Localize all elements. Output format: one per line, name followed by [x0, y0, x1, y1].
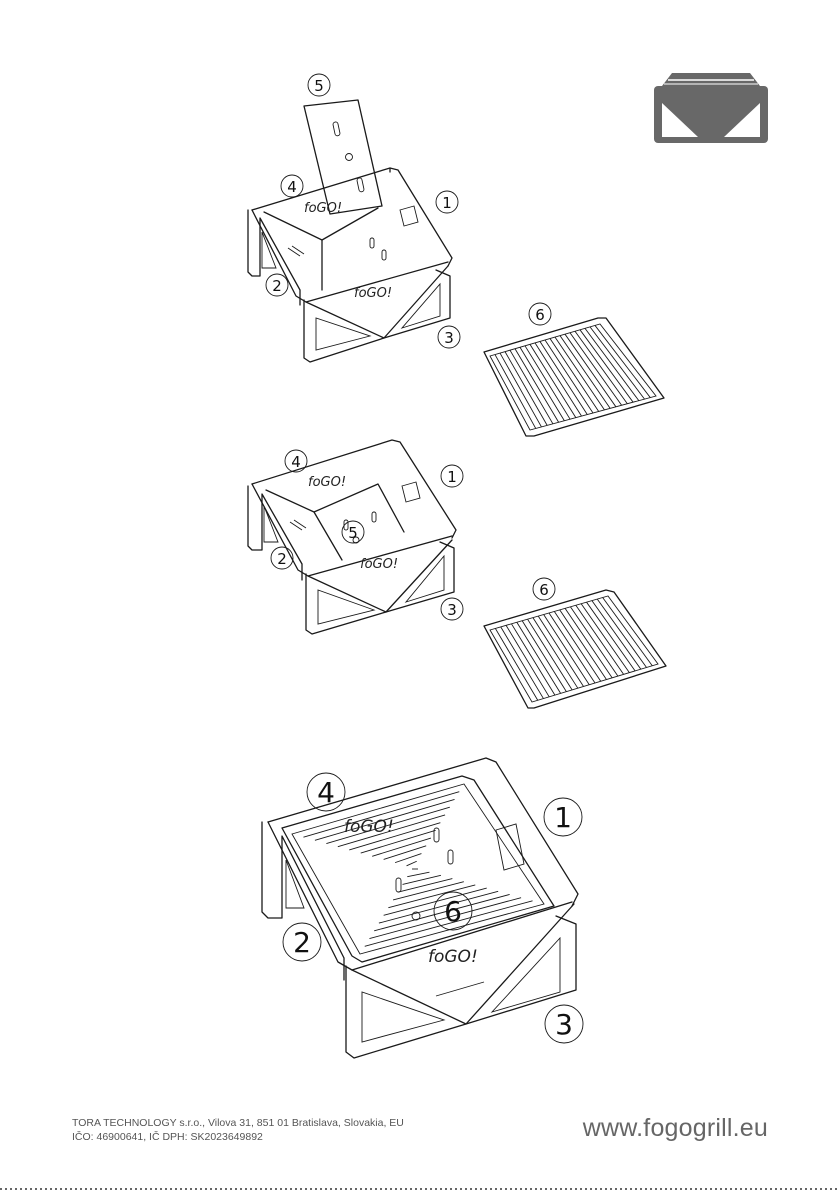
panel-1: [252, 168, 452, 266]
label-5: 5: [308, 74, 330, 96]
grate-bar: [522, 621, 566, 692]
logo-foGO: foGO!: [304, 201, 342, 216]
logo-foGO: foGO!: [360, 557, 398, 572]
svg-text:1: 1: [554, 801, 572, 834]
grate-6: [484, 318, 664, 436]
footer-company-info: TORA TECHNOLOGY s.r.o., Vilova 31, 851 0…: [72, 1116, 404, 1144]
grate-bar: [407, 861, 417, 866]
logo-foGO: foGO!: [428, 947, 478, 967]
svg-text:4: 4: [291, 453, 301, 471]
logo-foGO: foGO!: [344, 817, 394, 837]
grate-bar: [398, 879, 453, 893]
label-1: 1: [441, 465, 463, 487]
plate-5: [304, 100, 382, 214]
label-2: 2: [266, 274, 288, 296]
logo-foGO: foGO!: [354, 286, 392, 301]
svg-text:2: 2: [293, 926, 311, 959]
svg-text:5: 5: [314, 77, 324, 95]
svg-text:2: 2: [277, 550, 287, 568]
grate-bar: [528, 619, 573, 690]
svg-text:3: 3: [444, 329, 454, 347]
label-6: 6: [529, 303, 551, 325]
grate-bar: [525, 346, 570, 419]
diagram-step-3: foGO! foGO! 4 1 6 2 3: [262, 758, 583, 1058]
label-5: 5: [342, 521, 364, 543]
svg-text:6: 6: [539, 581, 549, 599]
grate-bar: [545, 340, 593, 413]
label-2: 2: [271, 547, 293, 569]
label-6: 6: [434, 892, 472, 930]
grate-bar: [560, 336, 610, 409]
website-link[interactable]: www.fogogrill.eu: [583, 1114, 768, 1143]
grate-bar: [517, 622, 561, 693]
grate-bar: [533, 618, 578, 689]
svg-text:2: 2: [272, 277, 282, 295]
svg-text:1: 1: [442, 194, 452, 212]
label-4: 4: [281, 175, 303, 197]
label-3: 3: [438, 326, 460, 348]
label-4: 4: [285, 450, 307, 472]
grate-bar: [407, 872, 429, 877]
grate-bar: [500, 353, 541, 427]
svg-text:4: 4: [287, 178, 297, 196]
grate-bar: [495, 355, 536, 429]
label-3: 3: [545, 1005, 583, 1043]
label-1: 1: [436, 191, 458, 213]
label-4: 4: [307, 773, 345, 811]
logo-foGO: foGO!: [308, 475, 346, 490]
grate-bar: [511, 624, 554, 695]
ids-line: IČO: 46900641, IČ DPH: SK2023649892: [72, 1130, 404, 1144]
grate-bar: [501, 627, 544, 699]
grate-bar: [565, 334, 616, 407]
svg-text:3: 3: [555, 1008, 573, 1041]
svg-text:5: 5: [348, 524, 358, 542]
diagram-step-2: foGO! foGO! 4 1 5 2 3 6: [248, 440, 666, 708]
grate-bar: [538, 616, 583, 686]
grill-icon: [654, 73, 768, 143]
grate-bar: [555, 337, 604, 410]
label-3: 3: [441, 598, 463, 620]
label-2: 2: [283, 923, 321, 961]
panel-3: [304, 270, 450, 362]
grate-bar: [379, 891, 498, 923]
company-line: TORA TECHNOLOGY s.r.o., Vilova 31, 851 0…: [72, 1116, 404, 1130]
svg-text:6: 6: [444, 895, 462, 928]
grate-bar: [550, 339, 599, 412]
svg-text:6: 6: [535, 306, 545, 324]
svg-text:3: 3: [447, 601, 457, 619]
grate-bar: [520, 347, 564, 420]
grate-bar: [506, 625, 549, 696]
panel-1: [268, 758, 578, 906]
label-6: 6: [533, 578, 555, 600]
grate-bar: [495, 628, 537, 700]
grate-6: [484, 590, 666, 708]
grate-bar: [505, 352, 547, 426]
svg-text:4: 4: [317, 776, 335, 809]
label-1: 1: [544, 798, 582, 836]
svg-text:1: 1: [447, 468, 457, 486]
grate-bar: [384, 846, 427, 860]
diagram-step-1: foGO! foGO! 5 4 1 2 3 6: [248, 74, 664, 436]
panel-4: [268, 822, 572, 970]
